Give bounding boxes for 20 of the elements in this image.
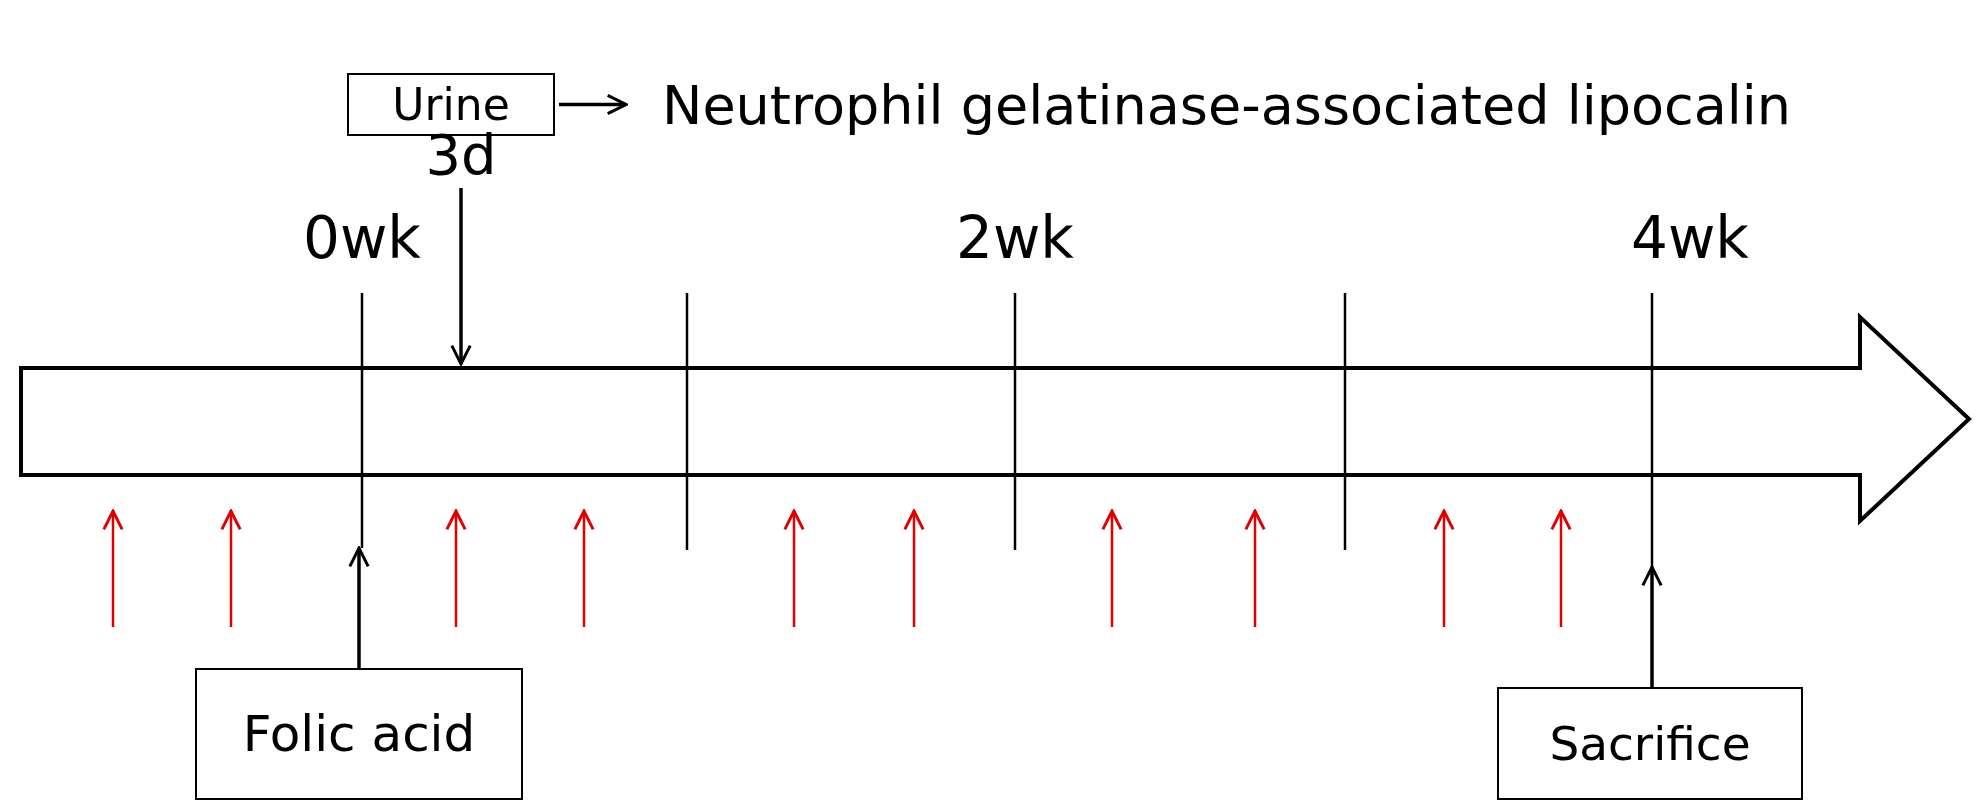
arrow: [445, 509, 467, 627]
arrow: [450, 188, 472, 366]
arrow: [220, 509, 242, 627]
arrow: [348, 546, 370, 668]
arrow: [559, 93, 628, 116]
arrow: [1641, 565, 1663, 687]
measurement-label: Neutrophil gelatinase-associated lipocalin: [662, 73, 1792, 137]
arrow: [1244, 509, 1266, 627]
arrow: [903, 509, 925, 627]
week-label: 4wk: [1631, 204, 1749, 272]
arrow: [1101, 509, 1123, 627]
week-label: 2wk: [956, 204, 1074, 272]
week-label: 0wk: [303, 204, 421, 272]
arrow: [1550, 509, 1572, 627]
arrow: [1433, 509, 1455, 627]
arrow: [573, 509, 595, 627]
treatment-box: Folic acid: [195, 668, 523, 800]
arrow: [102, 509, 124, 627]
arrow: [783, 509, 805, 627]
endpoint-box: Sacrifice: [1497, 687, 1803, 800]
